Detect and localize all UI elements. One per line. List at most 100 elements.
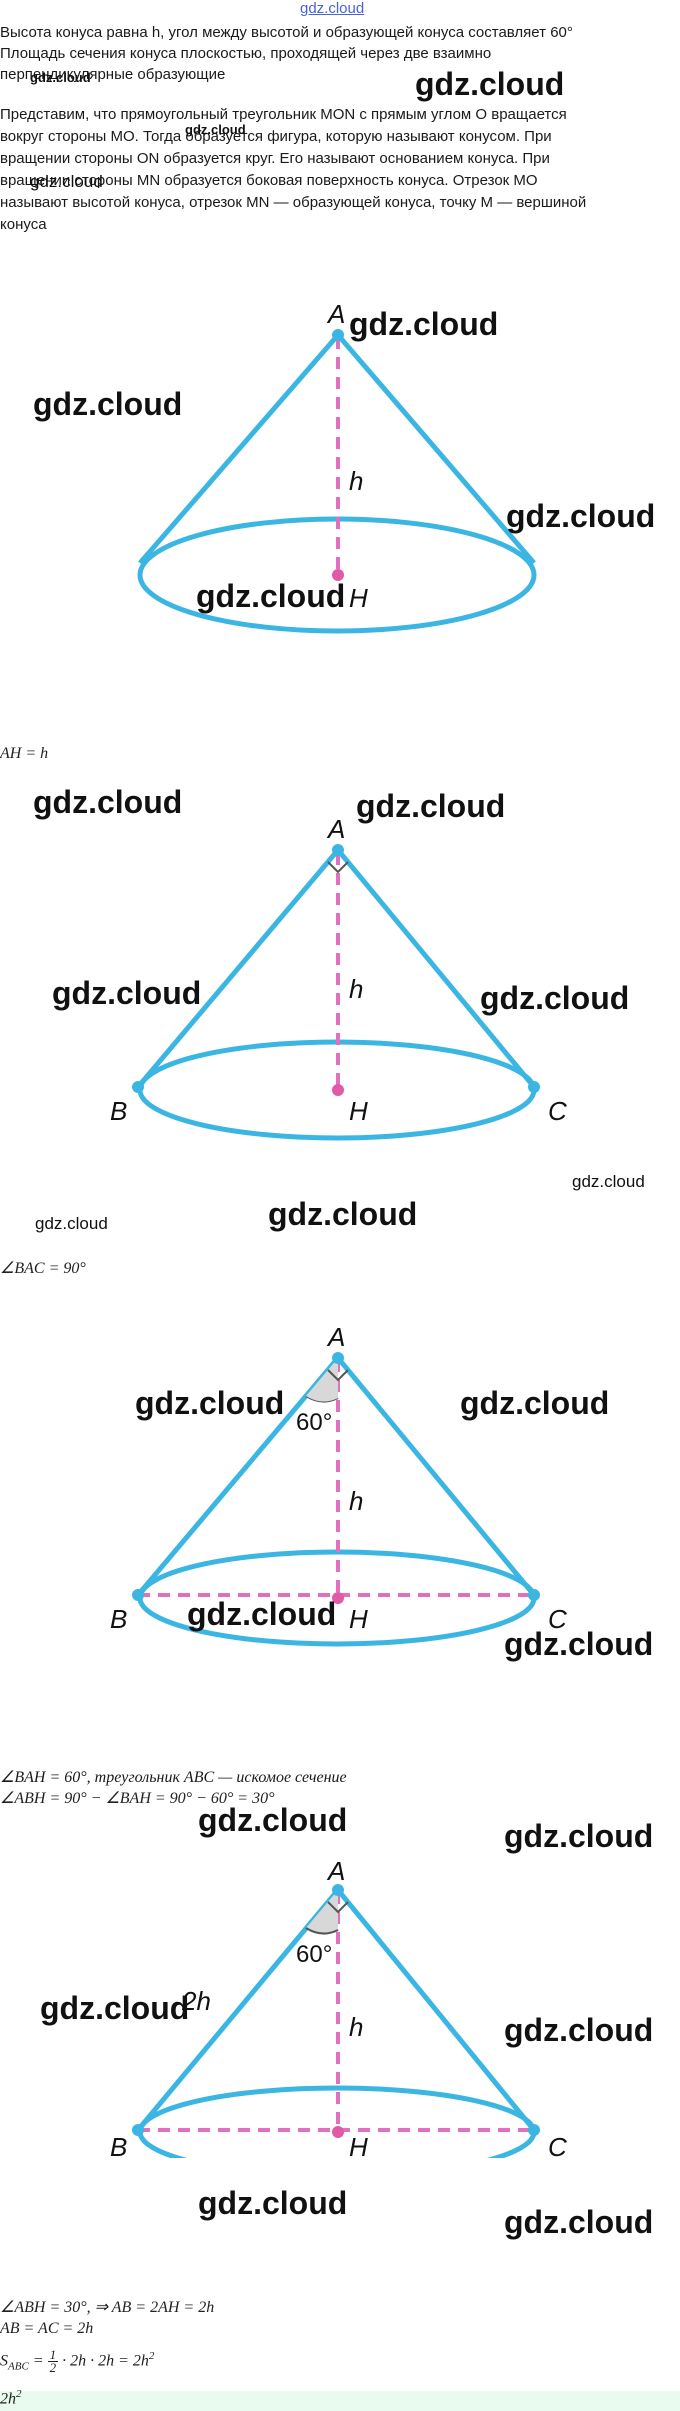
watermark: gdz.cloud: [504, 2012, 654, 2048]
watermark: gdz.cloud: [30, 172, 103, 191]
apex-point: [332, 1884, 344, 1896]
point-b: [132, 1589, 144, 1601]
label-center: H: [349, 583, 368, 613]
watermark: gdz.cloud: [33, 784, 183, 820]
right-angle-mark: [327, 1901, 349, 1914]
generatrix-left: [138, 333, 340, 565]
right-angle-mark: [327, 1369, 349, 1382]
generatrix-ab: [136, 848, 340, 1089]
watermark: gdz.cloud: [30, 70, 91, 85]
watermark: gdz.cloud: [268, 1196, 418, 1232]
theory-line-1: Представим, что прямоугольный треугольни…: [0, 106, 567, 123]
center-point: [332, 1084, 344, 1096]
label-b: B: [110, 2132, 127, 2158]
watermark: gdz.cloud: [40, 1990, 190, 2026]
generatrix-ac: [336, 1356, 536, 1597]
generatrix-ab: [136, 1356, 340, 1597]
label-b: B: [110, 1096, 127, 1126]
theory-line-3: вращении стороны ON образуется круг. Его…: [0, 150, 550, 167]
step-7-eq: =: [28, 2352, 48, 2370]
step-7-rest: · 2h · 2h = 2h: [58, 2352, 149, 2370]
right-angle-mark: [327, 861, 349, 874]
generatrix-right: [336, 333, 536, 565]
step-2: ∠BAC = 90°: [0, 1260, 86, 1277]
step-4: ∠ABH = 90° − ∠BAH = 90° − 60° = 30°: [0, 1790, 275, 1807]
step-3: ∠BAH = 60°, треугольник ABC — искомое се…: [0, 1769, 347, 1786]
step-7-sup: 2: [148, 2350, 155, 2362]
watermark: gdz.cloud: [198, 1802, 348, 1838]
watermark: gdz.cloud: [572, 1172, 645, 1191]
step-7-num: 1: [47, 2347, 59, 2363]
cone-figure-4: A 60° h H B C 2h: [110, 1858, 567, 2158]
label-h: h: [349, 2012, 363, 2042]
label-c: C: [548, 1096, 567, 1126]
point-c: [528, 1081, 540, 1093]
watermark: gdz.cloud: [504, 1626, 654, 1662]
theory-line-5: называют высотой конуса, отрезок MN — об…: [0, 194, 587, 211]
generatrix-ab: [136, 1888, 340, 2132]
theory-line-6: конуса: [0, 216, 47, 233]
label-angle: 60°: [296, 1409, 332, 1436]
answer: 2h2: [0, 2388, 22, 2408]
label-center: H: [349, 1096, 368, 1126]
answer-base: 2h: [0, 2390, 16, 2408]
step-6: AB = AC = 2h: [0, 2320, 94, 2337]
point-c: [528, 2124, 540, 2136]
watermark: gdz.cloud: [349, 306, 499, 342]
apex-point: [332, 329, 344, 341]
angle-fill: [306, 1358, 338, 1402]
label-c: C: [548, 1604, 567, 1634]
step-1: AH = h: [0, 745, 49, 762]
watermark: gdz.cloud: [52, 975, 202, 1011]
step-7-sub: ABC: [8, 2360, 29, 2373]
apex-point: [332, 1352, 344, 1364]
step-7-s: S: [0, 2352, 8, 2370]
cone-figure-1: A h H: [137, 299, 537, 634]
watermark: gdz.cloud: [356, 788, 506, 824]
problem-line-3: перпендикулярные образующие: [0, 66, 226, 83]
center-point: [332, 1592, 344, 1604]
point-b: [132, 2124, 144, 2136]
label-h: h: [349, 1486, 363, 1516]
watermark: gdz.cloud: [198, 2185, 348, 2221]
watermark: gdz.cloud: [35, 1214, 108, 1233]
label-h: h: [349, 974, 363, 1004]
label-angle: 60°: [296, 1941, 332, 1968]
problem-line-1: Высота конуса равна h, угол между высото…: [0, 24, 573, 41]
generatrix-ac: [336, 848, 536, 1089]
cone-figure-2: A h H B C: [110, 815, 567, 1141]
watermark: gdz.cloud: [135, 1385, 285, 1421]
theory-line-2: вокруг стороны MO. Тогда образуется фигу…: [0, 128, 552, 145]
label-center: H: [349, 2132, 368, 2158]
watermark: gdz.cloud: [480, 980, 630, 1016]
label-a: A: [326, 815, 345, 844]
label-b: B: [110, 1604, 127, 1634]
answer-bar: [0, 2391, 680, 2411]
watermark: gdz.cloud: [33, 386, 183, 422]
header-watermark[interactable]: gdz.cloud: [300, 0, 365, 17]
apex-point: [332, 844, 344, 856]
watermark: gdz.cloud: [504, 2204, 654, 2240]
point-b: [132, 1081, 144, 1093]
label-a: A: [326, 1322, 345, 1352]
watermark: gdz.cloud: [460, 1385, 610, 1421]
watermark: gdz.cloud: [415, 66, 565, 102]
step-5: ∠ABH = 30°, ⇒ AB = 2AH = 2h: [0, 2299, 215, 2316]
label-a: A: [326, 1858, 345, 1886]
watermark: gdz.cloud: [185, 122, 246, 137]
watermark: gdz.cloud: [506, 498, 656, 534]
watermark: gdz.cloud: [504, 1818, 654, 1854]
watermark: gdz.cloud: [196, 578, 346, 614]
generatrix-ac: [336, 1888, 536, 2132]
cone-figure-3: A 60° h H B C: [110, 1322, 567, 1647]
theory-line-4: вращении стороны MN образуется боковая п…: [0, 172, 538, 189]
point-c: [528, 1589, 540, 1601]
label-2h: 2h: [181, 1986, 211, 2016]
label-center: H: [349, 1604, 368, 1634]
label-h: h: [349, 466, 363, 496]
center-point: [332, 2126, 344, 2138]
problem-line-2: Площадь сечения конуса плоскостью, прохо…: [0, 45, 492, 62]
label-a: A: [326, 299, 345, 329]
